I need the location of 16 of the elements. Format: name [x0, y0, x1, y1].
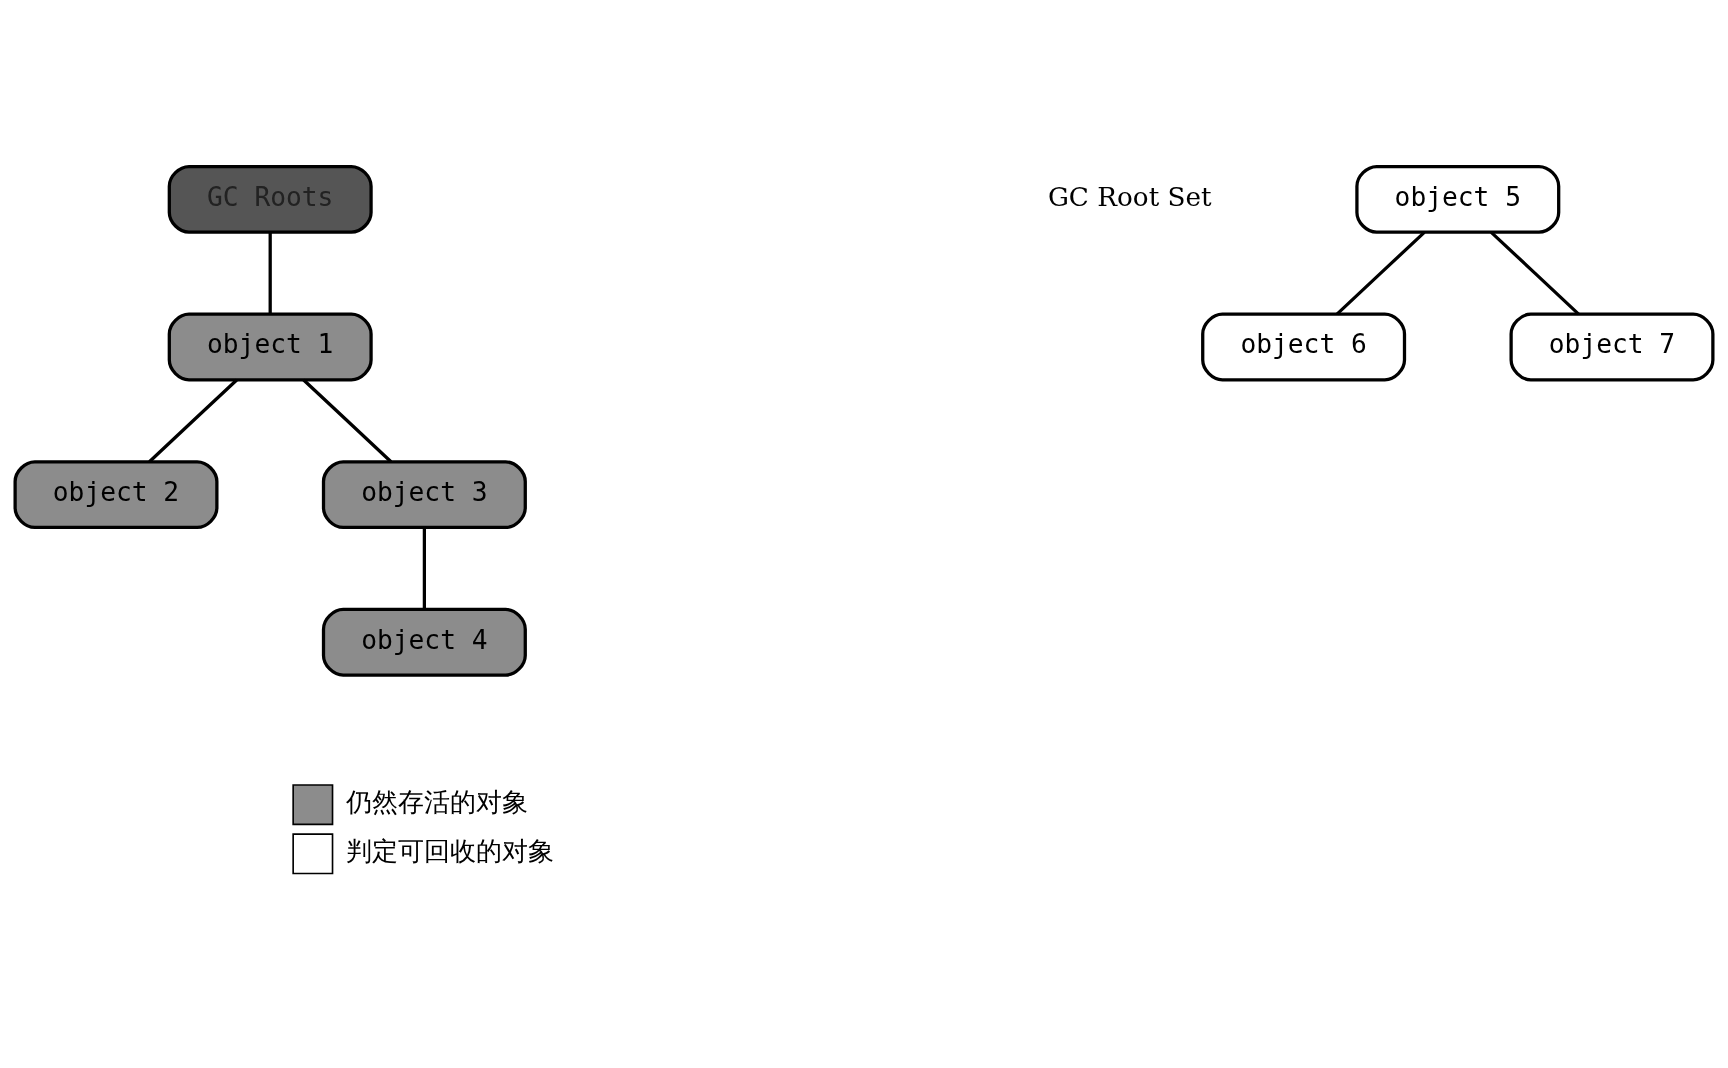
node-box: object 1 [167, 312, 373, 382]
node-box: object 4 [321, 607, 527, 677]
node-box: object 3 [321, 460, 527, 530]
connector [148, 378, 238, 463]
node-box: object 2 [13, 460, 219, 530]
label: GC Root Set [1047, 181, 1212, 212]
node-box: object 6 [1201, 312, 1407, 382]
legend-label: 仍然存活的对象 [345, 786, 528, 817]
connector [268, 232, 272, 315]
connector [1490, 231, 1580, 316]
connector [302, 378, 393, 463]
node-box: object 7 [1509, 312, 1715, 382]
connector [422, 527, 427, 610]
node-box: object 5 [1355, 164, 1561, 234]
connector [1335, 231, 1426, 316]
legend-label: 判定可回收的对象 [345, 836, 554, 867]
